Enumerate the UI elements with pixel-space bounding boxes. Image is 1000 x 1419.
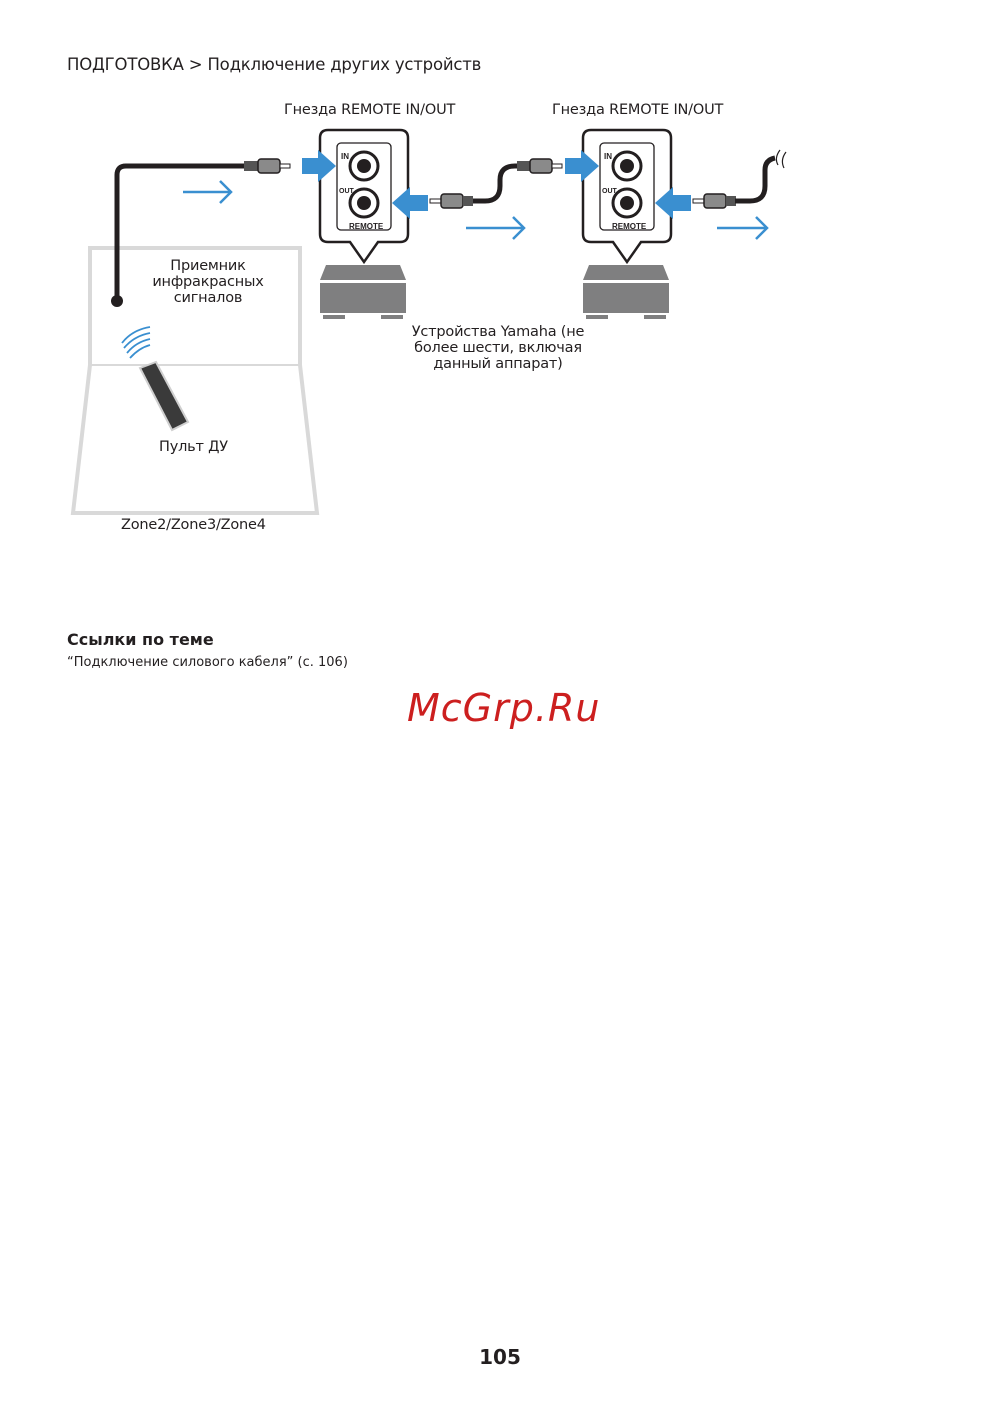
breadcrumb-page: Подключение других устройств <box>207 55 482 74</box>
remote-control-label: Пульт ДУ <box>159 439 228 455</box>
jack-label: Гнезда REMOTE IN/OUT <box>284 102 456 118</box>
page-number: 105 <box>479 1345 521 1369</box>
devices-label: Устройства Yamaha (не более шести, включ… <box>400 324 596 372</box>
out-arrow <box>655 187 691 219</box>
label-line: сигналов <box>173 290 243 306</box>
label-line: инфракрасных <box>152 274 264 290</box>
out-arrow <box>392 187 428 219</box>
zones-label: Zone2/Zone3/Zone4 <box>121 517 266 533</box>
in-label: IN <box>604 152 612 161</box>
yamaha-device-2 <box>583 265 669 319</box>
out-label: OUT <box>339 188 355 195</box>
label-line: более шести, включая <box>414 340 582 356</box>
remote-label: REMOTE <box>612 222 647 231</box>
breadcrumb-separator: > <box>188 55 203 74</box>
remote-panel-1 <box>302 128 428 265</box>
breadcrumb: ПОДГОТОВКА > Подключение других устройст… <box>67 55 481 74</box>
remote-control-icon <box>121 326 190 432</box>
label-line: Устройства Yamaha (не <box>411 324 585 340</box>
remote-label: REMOTE <box>349 222 384 231</box>
related-heading: Ссылки по теме <box>67 630 214 649</box>
in-arrow <box>302 150 336 182</box>
out-label: OUT <box>602 188 618 195</box>
label-line: данный аппарат) <box>433 356 563 372</box>
signal-direction-arrow <box>183 180 233 204</box>
in-label: IN <box>341 152 349 161</box>
connection-diagram: IN OUT REMOTE IN OUT REMOTE <box>70 128 787 515</box>
label-line: Приемник <box>170 258 246 274</box>
signal-direction-arrow <box>466 216 526 240</box>
in-arrow <box>565 150 599 182</box>
watermark-logo: McGrp.Ru <box>407 686 601 730</box>
zone-room-illustration <box>70 246 320 515</box>
outgoing-cable <box>692 149 787 209</box>
ir-receiver-label: Приемник инфракрасных сигналов <box>130 258 286 306</box>
yamaha-device-1 <box>320 265 406 319</box>
breadcrumb-section[interactable]: ПОДГОТОВКА <box>67 55 184 74</box>
remote-link-cable <box>429 158 563 209</box>
jack-label: Гнезда REMOTE IN/OUT <box>552 102 724 118</box>
signal-direction-arrow <box>717 216 769 240</box>
related-link-power-cable[interactable]: “Подключение силового кабеля” (с. 106) <box>67 655 348 670</box>
ir-receiver-cable <box>111 158 291 307</box>
remote-panel-2 <box>565 128 691 265</box>
